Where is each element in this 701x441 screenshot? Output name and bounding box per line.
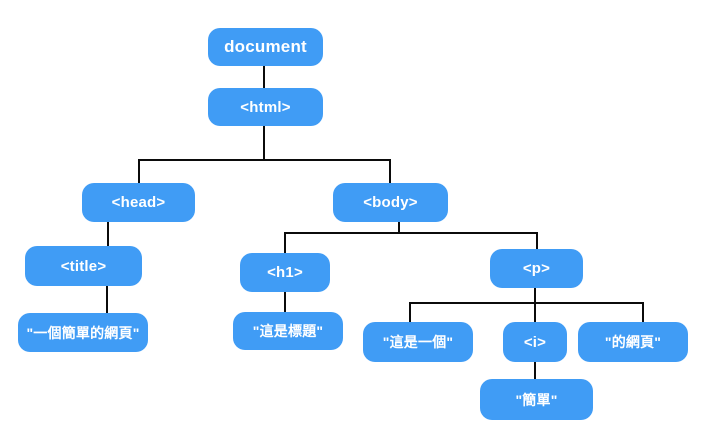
node-head-tag: <head>	[82, 183, 195, 222]
node-p-text-1: "這是一個"	[363, 322, 473, 362]
node-document: document	[208, 28, 323, 66]
node-p-text-2: "的網頁"	[578, 322, 688, 362]
node-body-tag: <body>	[333, 183, 448, 222]
node-i-text: "簡單"	[480, 379, 593, 420]
node-p-tag: <p>	[490, 249, 583, 288]
node-i-tag: <i>	[503, 322, 567, 362]
node-html-tag: <html>	[208, 88, 323, 126]
node-h1-tag: <h1>	[240, 253, 330, 292]
node-title-text: "一個簡單的網頁"	[18, 313, 148, 352]
node-h1-text: "這是標題"	[233, 312, 343, 350]
node-title-tag: <title>	[25, 246, 142, 286]
